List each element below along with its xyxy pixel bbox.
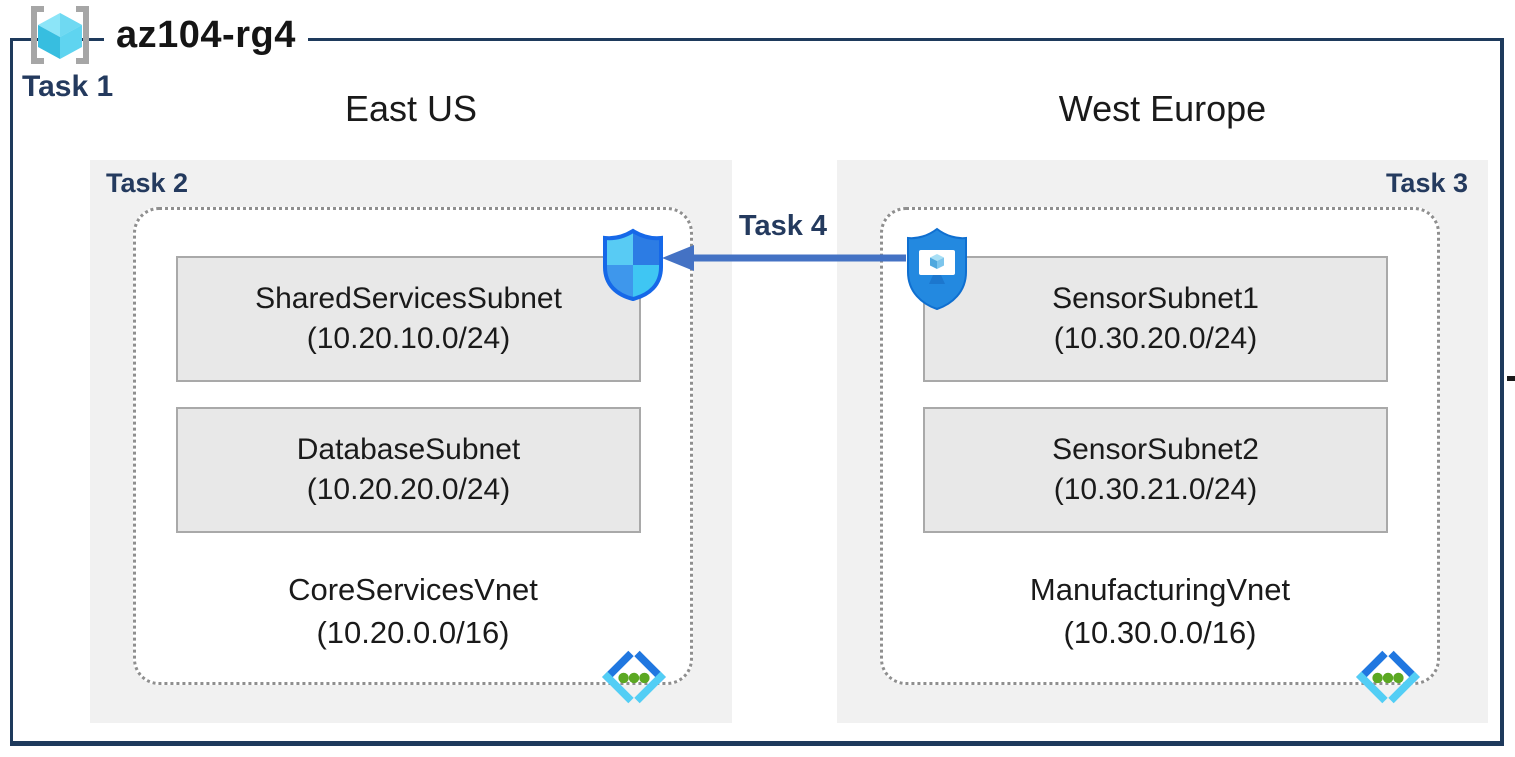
subnet-cidr: (10.20.20.0/24): [306, 473, 511, 506]
resource-group-legend: az104-rg4: [26, 4, 308, 66]
virtual-network-icon: [602, 650, 666, 704]
region-box-west-europe: Task 3 SensorSubnet1 (10.30.20.0/24) Sen…: [837, 160, 1488, 723]
resource-group-frame: [10, 38, 1504, 746]
vnet-name: CoreServicesVnet: [288, 572, 538, 607]
task-2-label: Task 2: [106, 168, 189, 198]
vnet-label-manufacturing: ManufacturingVnet (10.30.0.0/16): [880, 568, 1440, 654]
resource-group-icon: [31, 6, 89, 64]
resource-group-title: az104-rg4: [104, 13, 308, 57]
region-label-east-us: East US: [344, 88, 478, 129]
task-1-label: Task 1: [22, 70, 114, 103]
network-security-group-shield-icon: [603, 228, 663, 302]
vnet-label-coreservices: CoreServicesVnet (10.20.0.0/16): [133, 568, 693, 654]
task-3-label: Task 3: [1385, 168, 1468, 198]
subnet-cidr: (10.30.21.0/24): [1053, 473, 1258, 506]
task-4-label: Task 4: [738, 210, 828, 242]
subnet-box-sharedservices: SharedServicesSubnet (10.20.10.0/24): [176, 256, 641, 382]
defender-device-shield-icon: [907, 227, 967, 311]
vnet-cidr: (10.20.0.0/16): [316, 615, 510, 650]
region-label-west-europe: West Europe: [1058, 88, 1267, 129]
subnet-name: SensorSubnet2: [1052, 433, 1259, 466]
subnet-cidr: (10.20.10.0/24): [306, 322, 511, 355]
vnet-cidr: (10.30.0.0/16): [1063, 615, 1257, 650]
peering-arrow: [662, 245, 906, 271]
subnet-name: SharedServicesSubnet: [255, 282, 562, 315]
vnet-name: ManufacturingVnet: [1029, 572, 1291, 607]
subnet-cidr: (10.30.20.0/24): [1053, 322, 1258, 355]
edge-tick-mark: [1507, 376, 1515, 381]
virtual-network-icon: [1356, 650, 1420, 704]
subnet-box-database: DatabaseSubnet (10.20.20.0/24): [176, 407, 641, 533]
subnet-name: SensorSubnet1: [1052, 282, 1259, 315]
subnet-box-sensorsubnet2: SensorSubnet2 (10.30.21.0/24): [923, 407, 1388, 533]
subnet-name: DatabaseSubnet: [296, 433, 521, 466]
subnet-box-sensorsubnet1: SensorSubnet1 (10.30.20.0/24): [923, 256, 1388, 382]
